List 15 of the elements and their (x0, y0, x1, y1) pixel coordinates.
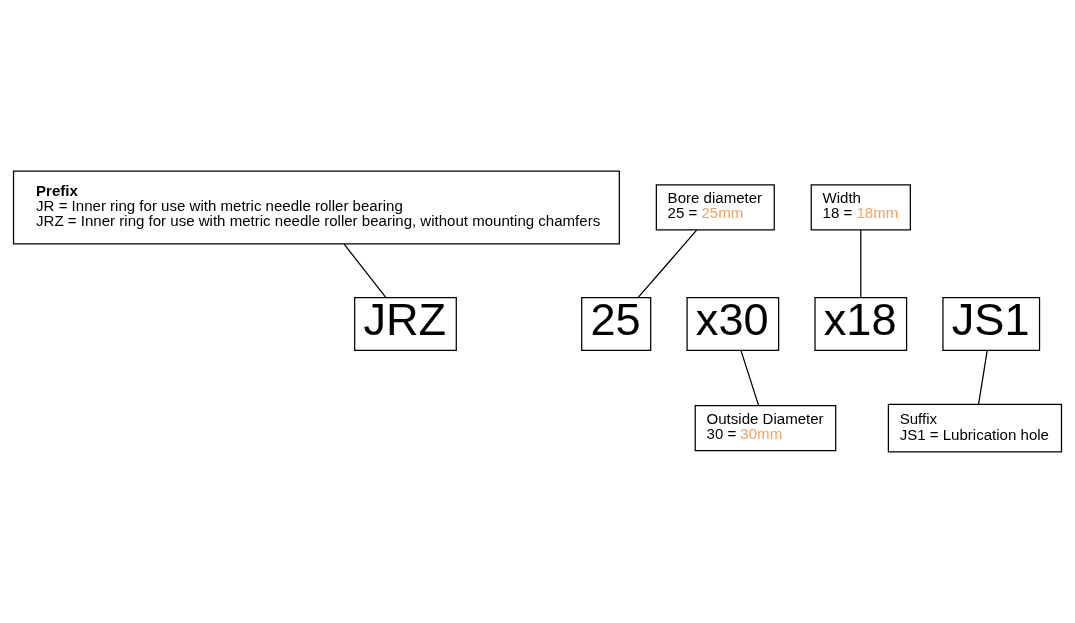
node-box: JS1 (942, 297, 1041, 351)
node-box: Suffix JS1 = Lubrication hole (887, 403, 1063, 453)
node-box: JRZ (354, 297, 457, 351)
node-box: Prefix JR = Inner ring for use with metric needle roller bearing JRZ = Inner ring for use with metric needle roller bearing, without mounting chamfers (12, 170, 620, 245)
node-box: x18 (814, 297, 908, 351)
node-box: Bore diameter 25 = 25mm (655, 184, 775, 231)
node-box: x30 (686, 297, 780, 351)
connector (343, 243, 387, 299)
connector (860, 229, 862, 299)
connector (740, 349, 760, 407)
node-box: 25 (581, 297, 652, 351)
node-box: Outside Diameter 30 = 30mm (694, 404, 837, 452)
connector (637, 229, 698, 299)
connector (977, 349, 988, 405)
node-box: Width 18 = 18mm (810, 184, 911, 231)
